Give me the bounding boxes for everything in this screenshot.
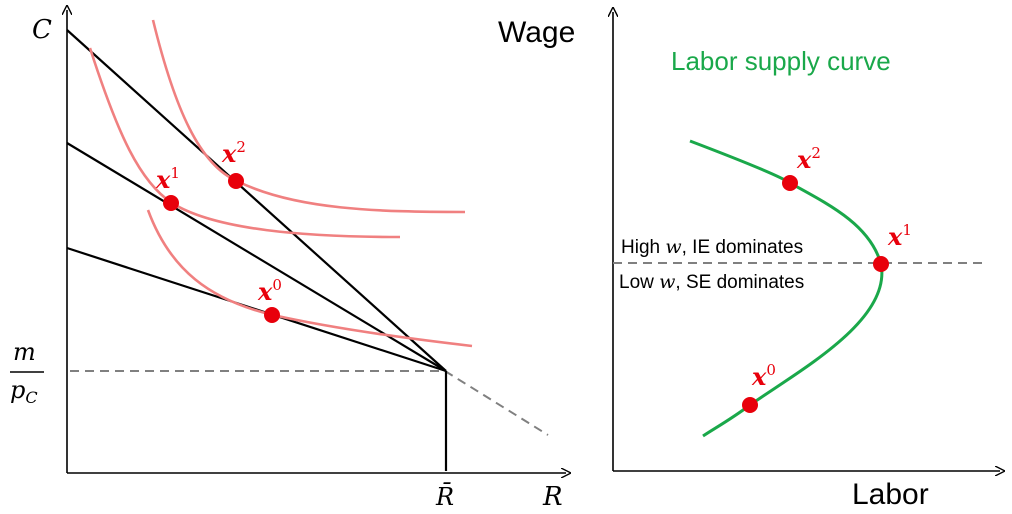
left-label-x0: x0 [257,276,282,306]
left-panel: x2 x1 x0 C R R̄ m pC [10,10,566,512]
budget-line-2 [66,29,447,372]
budget-line-1 [66,142,447,372]
right-point-x2 [782,175,798,191]
indifference-curve-2 [151,19,466,214]
right-panel: x2 x1 x0 Wage Labor Labor supply curve H… [498,12,1000,511]
right-label-x0: x0 [751,361,776,391]
low-w-annotation: Low w, SE dominates [619,271,804,293]
left-x-axis-label: R [542,482,563,512]
high-w-annotation: High w, IE dominates [621,236,803,258]
right-label-x1: x1 [887,221,912,251]
right-point-x1 [873,256,889,272]
left-y-axis-label: C [32,15,52,45]
m-label: m [13,338,36,366]
left-point-x2 [228,173,244,189]
labor-supply-title: Labor supply curve [671,46,891,76]
budget-extension-dashed-line [444,370,549,436]
pc-label: pC [10,376,38,407]
rbar-label: R̄ [435,483,454,511]
left-point-x0 [264,307,280,323]
left-label-x2: x2 [221,138,246,168]
right-point-x0 [742,397,758,413]
left-label-x1: x1 [155,164,180,194]
m-over-pc-label: m pC [10,338,44,407]
indifference-curve-0 [146,209,473,348]
right-x-axis-label: Labor [852,478,929,511]
right-label-x2: x2 [796,144,821,174]
left-point-x1 [163,195,179,211]
right-y-axis-label: Wage [498,16,575,49]
